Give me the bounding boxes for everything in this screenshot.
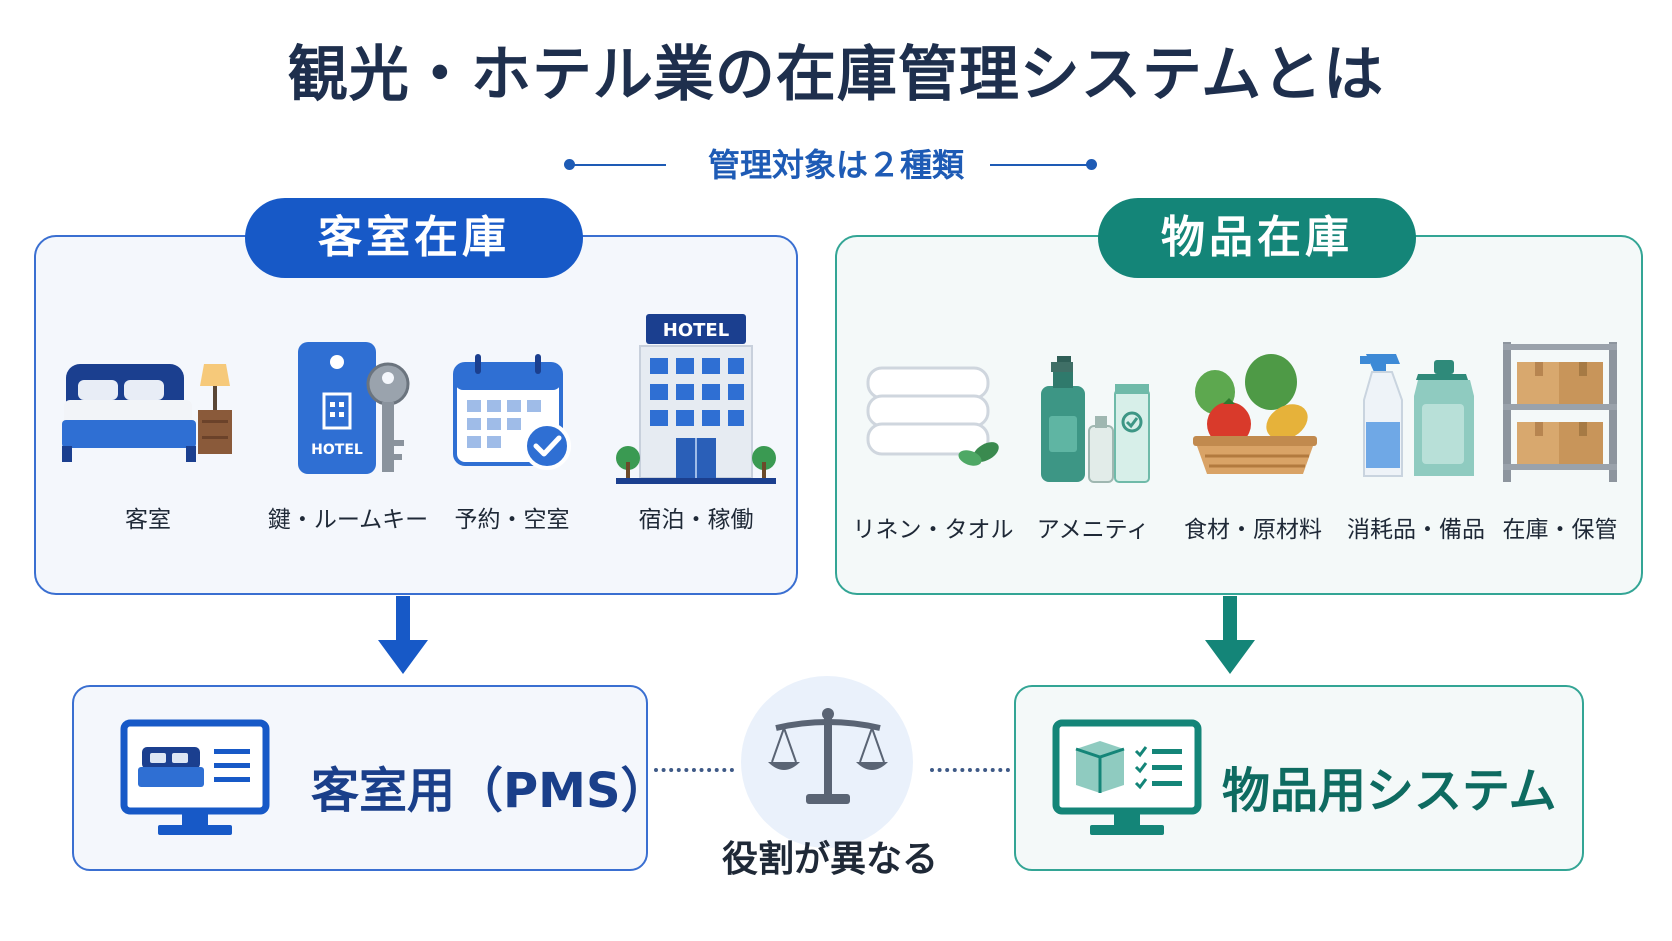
subtitle-dot-right xyxy=(1086,159,1097,170)
key-tag-text: HOTEL xyxy=(311,442,363,458)
room-item-label: 鍵・ルームキー xyxy=(267,507,429,533)
goods-item-storage: 在庫・保管 xyxy=(1490,340,1630,543)
goods-item-food: 食材・原材料 xyxy=(1178,352,1328,543)
vegetable-basket-icon xyxy=(1193,354,1317,474)
room-item-label: 客室 xyxy=(125,507,171,533)
connector-right xyxy=(930,768,1010,772)
storage-shelf-icon xyxy=(1503,342,1617,482)
subtitle-line-right xyxy=(990,164,1090,166)
arrow-down-left xyxy=(378,596,428,674)
amenity-bottles-icon xyxy=(1041,356,1150,483)
goods-item-supplies: 消耗品・備品 xyxy=(1338,350,1494,543)
room-system-box: 客室用（PMS） xyxy=(72,685,669,871)
page-title: 観光・ホテル業の在庫管理システムとは xyxy=(287,40,1385,110)
subtitle-dot-left xyxy=(564,159,575,170)
difference-label: 役割が異なる xyxy=(721,839,938,880)
room-item-label: 予約・空室 xyxy=(454,507,570,533)
room-item-key: HOTEL 鍵・ルームキー xyxy=(258,332,438,540)
goods-item-towels: リネン・タオル xyxy=(848,356,1018,543)
arrow-down-right xyxy=(1205,596,1255,674)
room-key-icon: HOTEL xyxy=(298,342,410,474)
goods-item-label: アメニティ xyxy=(1036,517,1150,543)
goods-item-amenity: アメニティ xyxy=(1028,356,1158,543)
cleaning-supplies-icon xyxy=(1360,354,1474,477)
goods-item-label: リネン・タオル xyxy=(852,517,1014,543)
room-item-label: 宿泊・稼働 xyxy=(638,507,754,533)
goods-system-label: 物品用システム xyxy=(1222,763,1557,819)
calendar-check-icon xyxy=(453,354,571,470)
connector-left xyxy=(654,768,734,772)
subtitle-line-left xyxy=(570,164,666,166)
hotel-sign-text: HOTEL xyxy=(663,320,729,341)
goods-item-label: 消耗品・備品 xyxy=(1347,517,1485,543)
room-item-calendar: 予約・空室 xyxy=(432,350,592,540)
room-inventory-heading: 客室在庫 xyxy=(245,198,583,278)
goods-item-label: 食材・原材料 xyxy=(1184,517,1322,543)
goods-item-label: 在庫・保管 xyxy=(1502,517,1618,543)
towels-icon xyxy=(866,366,999,466)
bed-icon xyxy=(62,364,232,462)
room-item-hotel: HOTEL 宿泊・稼働 xyxy=(612,310,780,540)
room-item-bed: 客室 xyxy=(58,350,238,540)
subtitle: 管理対象は２種類 xyxy=(707,146,964,184)
goods-inventory-heading: 物品在庫 xyxy=(1098,198,1416,278)
hotel-building-icon: HOTEL xyxy=(616,314,776,484)
goods-system-box: 物品用システム xyxy=(1014,685,1584,871)
monitor-box-icon xyxy=(1052,719,1202,835)
balance-scale-icon xyxy=(768,708,888,804)
room-system-label: 客室用（PMS） xyxy=(311,763,669,819)
monitor-bed-icon xyxy=(120,719,270,835)
subtitle-row: 管理対象は２種類 xyxy=(0,140,1672,190)
